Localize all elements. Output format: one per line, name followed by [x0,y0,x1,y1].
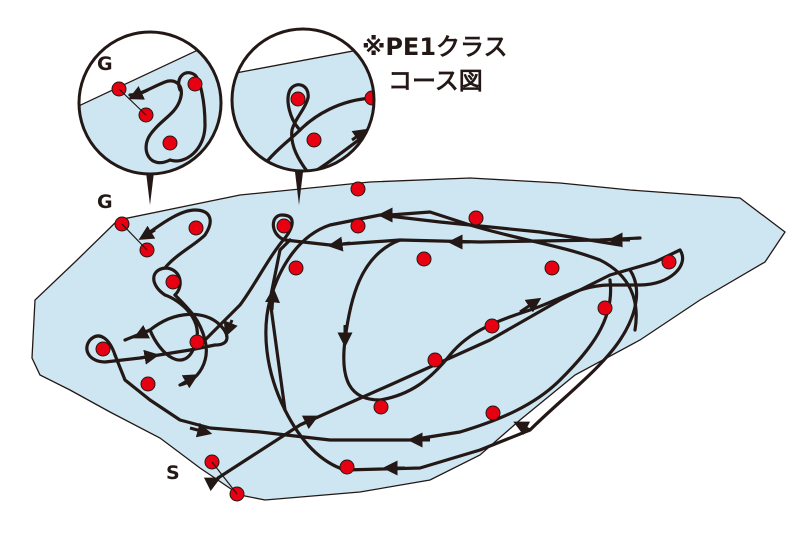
inset-left [77,30,223,205]
title-line-1: ※PE1クラス [362,33,508,61]
goal-label: G [97,191,113,213]
inset-right [230,27,376,205]
lake-area [31,177,786,501]
course-arrows [133,207,630,492]
buoys [95,181,677,502]
diagram-title: ※PE1クラス コース図 [362,30,508,98]
course-lines [85,208,685,480]
title-line-2: コース図 [388,67,483,95]
start-line [211,461,238,495]
goal-line [121,223,148,251]
goal-label-inset: G [97,53,113,75]
start-label: S [166,462,180,484]
